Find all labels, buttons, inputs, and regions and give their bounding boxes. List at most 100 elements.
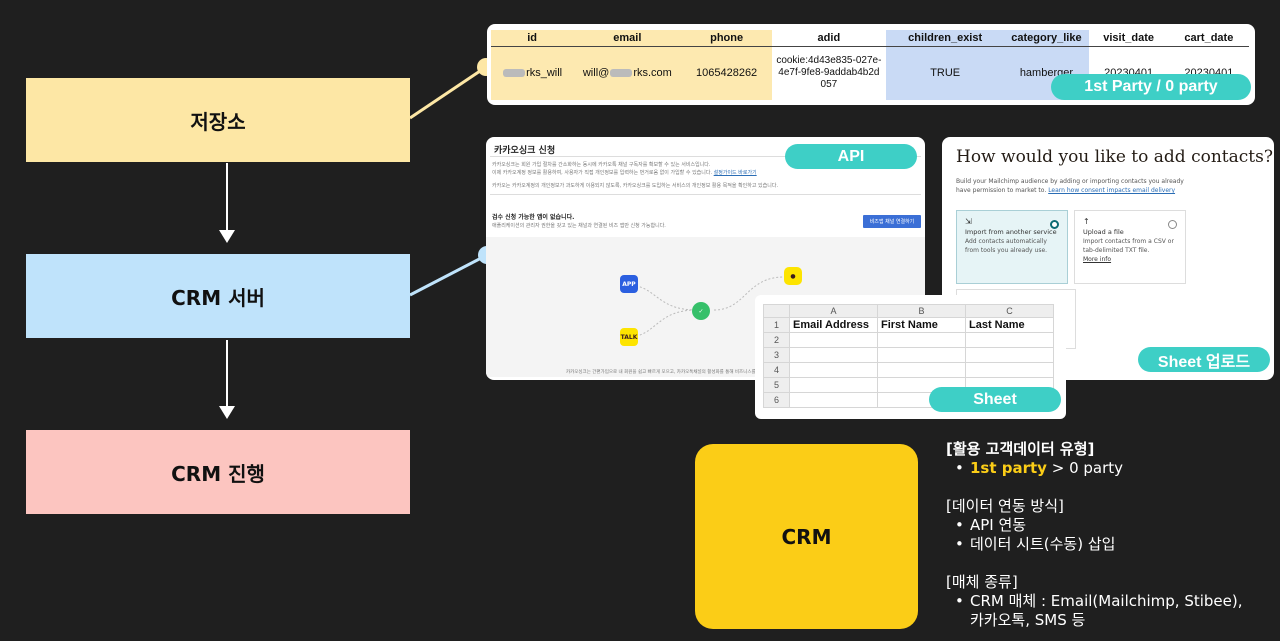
col-letter: C — [965, 304, 1054, 318]
sheet-cell[interactable] — [789, 347, 878, 363]
cell-email: will@ rks.com — [573, 46, 682, 100]
biz-app-connect-button[interactable]: 비즈앱 채널 연결하기 — [863, 215, 921, 228]
crm-progress-label: CRM 진행 — [171, 461, 265, 486]
app-node-icon: APP — [620, 275, 638, 293]
list-item: API 연동 — [946, 516, 1243, 535]
row-number: 2 — [763, 332, 790, 348]
import-option-desc: Add contacts automatically from tools yo… — [965, 238, 1048, 254]
row-number: 1 — [763, 317, 790, 333]
integration-list: API 연동 데이터 시트(수동) 삽입 — [946, 516, 1243, 554]
crm-box: CRM — [695, 444, 918, 629]
table-header-row: id email phone adid children_exist categ… — [491, 30, 1249, 47]
api-badge: API — [785, 144, 917, 169]
media-item-line-2: 카카오톡, SMS 등 — [970, 611, 1086, 629]
list-item: CRM 매체 : Email(Mailchimp, Stibee),카카오톡, … — [946, 592, 1243, 630]
upload-option-desc: Import contacts from a CSV or tab-delimi… — [1083, 238, 1174, 254]
email-prefix: will@ — [582, 67, 610, 80]
kakao-desc-2: 이제 카카오계정 정보를 활용하여, 사용자가 직접 개인정보를 입력하는 번거… — [492, 170, 713, 176]
sheet-cell[interactable] — [877, 362, 966, 378]
col-letter: A — [789, 304, 878, 318]
customer-data-table-card: id email phone adid children_exist categ… — [487, 24, 1255, 105]
upload-file-option[interactable]: ↑ Upload a file Import contacts from a C… — [1074, 210, 1186, 284]
sheet-cell[interactable] — [965, 332, 1054, 348]
col-header: cart_date — [1168, 30, 1249, 47]
kakao-sub-title: 검수 신청 가능한 앱이 없습니다. — [492, 214, 575, 221]
section-title-integration: [데이터 연동 방식] — [946, 497, 1064, 515]
data-type-list: 1st party > 0 party — [946, 459, 1243, 478]
kakao-desc-2-line: 이제 카카오계정 정보를 활용하여, 사용자가 직접 개인정보를 입력하는 번거… — [492, 169, 757, 176]
sheet-cell[interactable] — [965, 362, 1054, 378]
kakao-flow-lines — [627, 276, 785, 338]
upload-radio[interactable] — [1168, 220, 1177, 229]
sheet-cell[interactable]: Email Address — [789, 317, 878, 333]
media-item-line-1: CRM 매체 : Email(Mailchimp, Stibee), — [970, 592, 1243, 610]
customer-data-table: id email phone adid children_exist categ… — [491, 30, 1249, 100]
sheet-cell[interactable] — [789, 362, 878, 378]
section-title-media: [매체 종류] — [946, 573, 1018, 591]
kakao-desc-1: 카카오싱크는 회원 가입 절차를 간소화하는 동시에 카카오톡 채널 구독자를 … — [492, 162, 711, 168]
mailchimp-desc-block: Build your Mailchimp audience by adding … — [956, 177, 1186, 195]
kakao-footer: 카카오싱크는 간편가입으로 내 회원을 쉽고 빠르게 모으고, 카카오톡채널의 … — [566, 370, 799, 375]
import-icon: ⇲ — [965, 217, 972, 226]
row-number: 5 — [763, 377, 790, 393]
table-row: 1 Email Address First Name Last Name — [763, 317, 1054, 333]
sheet-cell[interactable]: Last Name — [965, 317, 1054, 333]
arrow-storage-to-server — [219, 163, 235, 243]
sheet-cell[interactable]: First Name — [877, 317, 966, 333]
sheet-cell[interactable] — [789, 392, 878, 408]
kakao-title: 카카오싱크 신청 — [494, 146, 556, 156]
col-header: category_like — [1004, 30, 1089, 47]
storage-label: 저장소 — [190, 109, 246, 134]
row-number: 3 — [763, 347, 790, 363]
sheet-cell[interactable] — [789, 332, 878, 348]
sheet-cell[interactable] — [789, 377, 878, 393]
upload-option-title: Upload a file — [1083, 228, 1124, 236]
col-letter: B — [877, 304, 966, 318]
import-radio[interactable] — [1050, 220, 1059, 229]
row-number: 4 — [763, 362, 790, 378]
spreadsheet-card: A B C 1 Email Address First Name Last Na… — [755, 295, 1066, 419]
list-item: 1st party > 0 party — [946, 459, 1243, 478]
spacer — [946, 554, 1243, 573]
sheet-badge: Sheet — [929, 387, 1061, 412]
first-party-badge: 1st Party / 0 party — [1051, 74, 1251, 100]
table-row: 4 — [763, 362, 1054, 378]
kakaotalk-node-icon: TALK — [620, 328, 638, 346]
sheet-cell[interactable] — [965, 347, 1054, 363]
cell-adid: cookie:4d43e835-027e-4e7f-9fe8-9addab4b2… — [776, 55, 882, 91]
spreadsheet: A B C 1 Email Address First Name Last Na… — [763, 304, 1054, 408]
guide-link[interactable]: 설정가이드 바로가기 — [713, 170, 757, 176]
import-option-title: Import from another service — [965, 228, 1057, 236]
cell-children-exist: TRUE — [886, 46, 1005, 100]
crm-info-panel: [활용 고객데이터 유형] 1st party > 0 party [데이터 연… — [946, 440, 1243, 630]
check-node-icon: ✓ — [692, 302, 710, 320]
col-header: id — [491, 30, 574, 47]
storage-connector-line — [409, 65, 487, 120]
import-service-option[interactable]: ⇲ Import from another service Add contac… — [956, 210, 1068, 284]
server-connector-line — [409, 253, 488, 297]
list-item: 데이터 시트(수동) 삽입 — [946, 535, 1243, 554]
crm-server-label: CRM 서버 — [171, 285, 265, 310]
consent-link[interactable]: Learn how consent impacts email delivery — [1048, 187, 1176, 194]
row-number: 6 — [763, 392, 790, 408]
cell-id: rks_will — [491, 46, 574, 100]
divider — [490, 156, 921, 157]
upload-icon: ↑ — [1083, 217, 1090, 226]
id-value: rks_will — [526, 67, 563, 80]
sheet-col-header-row: A B C — [763, 304, 1054, 318]
table-row: 2 — [763, 332, 1054, 348]
blurred-text — [503, 69, 526, 78]
col-header: adid — [771, 30, 887, 47]
sheet-cell[interactable] — [877, 332, 966, 348]
more-info-link[interactable]: More info — [1083, 256, 1112, 263]
col-header: phone — [681, 30, 772, 47]
crm-server-box: CRM 서버 — [26, 254, 410, 338]
corner-cell — [763, 304, 790, 318]
col-header: children_exist — [886, 30, 1005, 47]
arrow-server-to-crm — [219, 340, 235, 419]
email-suffix: rks.com — [633, 67, 672, 80]
mailchimp-add-contacts-card: How would you like to add contacts? Buil… — [942, 137, 1274, 380]
kakaotalk-channel-icon: ● — [784, 267, 802, 285]
storage-box: 저장소 — [26, 78, 410, 162]
sheet-cell[interactable] — [877, 347, 966, 363]
